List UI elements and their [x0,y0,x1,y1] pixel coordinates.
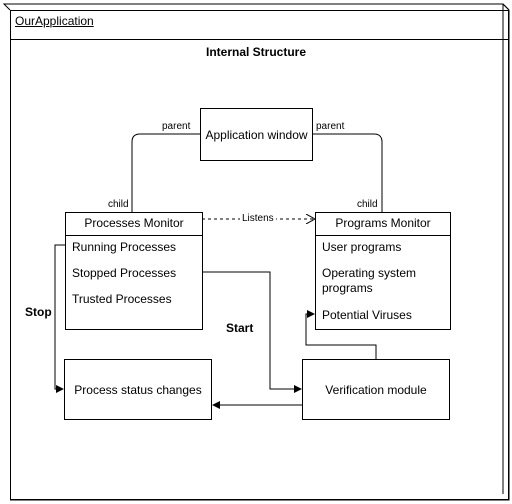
child-label-right: child [357,199,378,210]
package-frame [10,10,509,500]
node-processes-monitor[interactable]: Processes Monitor Running Processes Stop… [65,212,203,330]
stop-connector [54,244,65,393]
node-programs-monitor[interactable]: Programs Monitor User programs Operating… [315,212,451,330]
start-label: Start [226,321,254,335]
node-application-window-label: Application window [205,127,308,142]
child-label-left: child [108,199,129,210]
node-process-status-label: Process status changes [74,382,202,397]
programs-monitor-title: Programs Monitor [316,213,450,236]
processes-monitor-title: Processes Monitor [66,213,202,236]
link-app-to-programs [312,133,383,212]
node-process-status-changes[interactable]: Process status changes [64,359,212,420]
list-item: Stopped Processes [72,266,177,280]
package-subtitle: Internal Structure [205,45,307,59]
list-item: Running Processes [72,240,177,254]
verification-to-viruses [305,310,377,359]
parent-label-right: parent [316,121,345,132]
list-item: Trusted Processes [72,292,172,306]
node-verification-label: Verification module [325,382,427,397]
link-app-to-processes [131,133,200,212]
parent-label-left: parent [162,121,191,132]
node-application-window[interactable]: Application window [200,108,313,161]
start-connector [202,271,302,393]
list-item: User programs [322,240,402,254]
node-verification-module[interactable]: Verification module [302,359,450,420]
package-title: OurApplication [15,14,94,28]
stop-label: Stop [25,305,52,319]
package-title-bar [10,10,509,40]
list-item: Operating system programs [322,266,417,295]
list-item: Potential Viruses [322,308,412,322]
listens-label: Listens [240,213,276,224]
